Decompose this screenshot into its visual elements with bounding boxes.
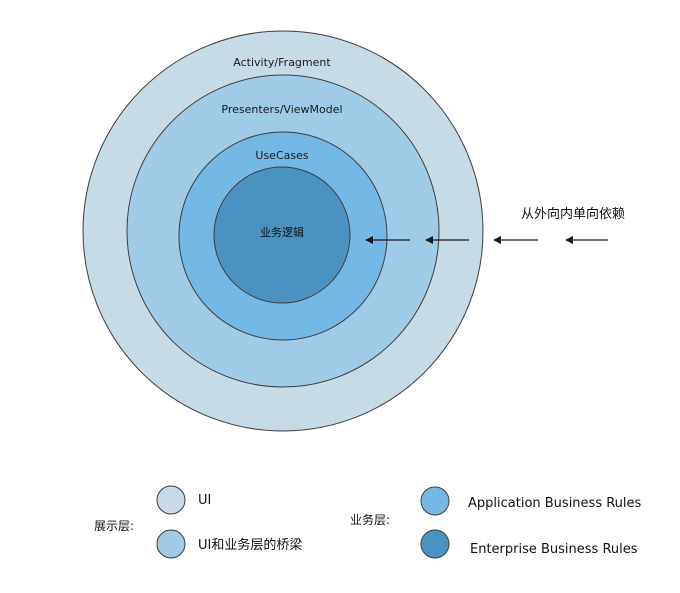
legend-label-enterprise: Enterprise Business Rules [470,542,638,557]
legend-swatch-ui-icon [156,485,186,515]
ring-label-presenters: Presenters/ViewModel [221,103,342,116]
dependency-note: 从外向内单向依赖 [521,206,625,222]
legend-label-ui: UI [198,493,211,508]
legend-group-presentation: 展示层: [94,519,134,533]
legend-label-bridge: UI和业务层的桥梁 [198,537,302,553]
legend-swatch-enterprise-icon [420,529,450,559]
core-business-logic [213,166,351,304]
legend-label-application: Application Business Rules [468,496,642,511]
legend-group-business: 业务层: [350,512,390,527]
legend-swatch-bridge-icon [156,529,186,559]
ring-label-activity: Activity/Fragment [233,56,331,69]
legend-swatch-application-icon [420,486,450,516]
ring-label-usecases: UseCases [255,149,308,162]
core-label: 业务逻辑 [260,225,304,239]
